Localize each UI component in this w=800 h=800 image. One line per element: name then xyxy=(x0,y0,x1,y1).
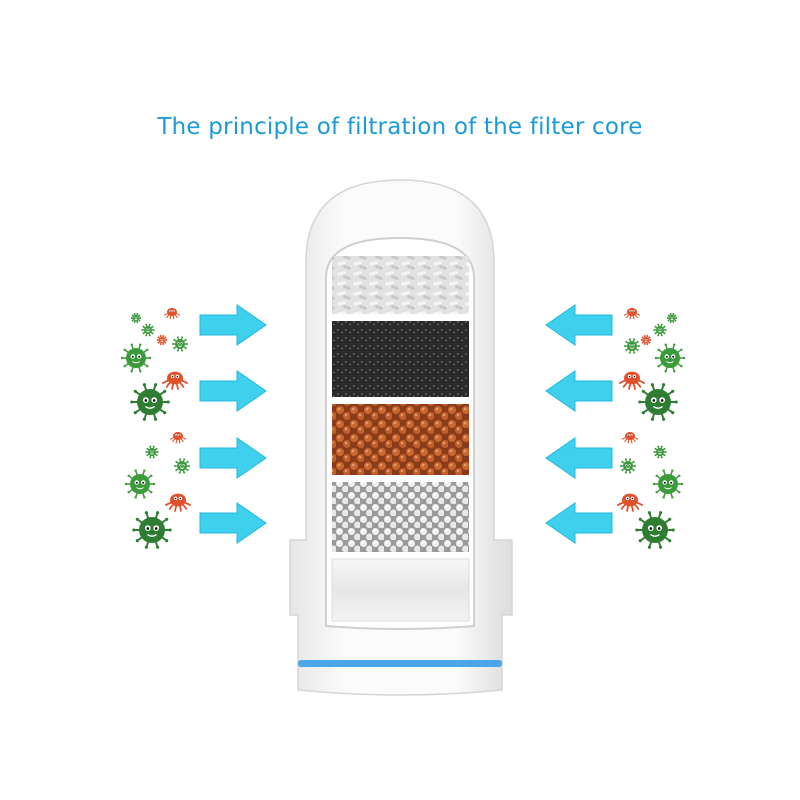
bacteria-icon xyxy=(653,323,667,337)
bacteria-icon xyxy=(132,511,172,549)
arrow-right-icon xyxy=(199,370,267,412)
bacteria-icon xyxy=(124,469,156,499)
arrow-left-icon xyxy=(545,370,613,412)
bacteria-icon xyxy=(654,343,686,373)
layer-mineral-beads xyxy=(332,482,469,552)
layer-activated-carbon xyxy=(332,321,469,397)
layer-pp-cotton xyxy=(332,256,469,314)
layer-fiber-membrane xyxy=(331,558,470,622)
bacteria-icon xyxy=(653,445,667,459)
bacteria-icon xyxy=(624,338,640,354)
arrow-left-icon xyxy=(545,437,613,479)
arrow-right-icon xyxy=(199,304,267,346)
arrows-left-group xyxy=(199,304,267,544)
bacteria-icon xyxy=(652,469,684,499)
bacteria-icon xyxy=(156,335,168,345)
bacteria-icon xyxy=(120,343,152,373)
arrow-right-icon xyxy=(199,502,267,544)
bacteria-icon xyxy=(172,336,188,352)
bacteria-icon xyxy=(141,323,155,337)
bacteria-group xyxy=(120,308,686,549)
bacteria-icon xyxy=(621,432,639,444)
filter-cartridge xyxy=(289,179,513,696)
bacteria-icon xyxy=(638,383,678,421)
bacteria-icon xyxy=(130,313,142,323)
bacteria-icon xyxy=(163,308,181,320)
bacteria-icon xyxy=(145,445,159,459)
bacteria-icon xyxy=(666,313,678,323)
arrow-left-icon xyxy=(545,304,613,346)
bacteria-icon xyxy=(162,371,188,390)
bacteria-icon xyxy=(617,493,643,512)
bacteria-icon xyxy=(130,383,170,421)
bacteria-icon xyxy=(635,511,675,549)
bacteria-icon xyxy=(619,371,645,390)
bacteria-icon xyxy=(165,493,191,512)
bacteria-icon xyxy=(640,335,652,345)
bacteria-icon xyxy=(623,308,641,320)
arrow-right-icon xyxy=(199,437,267,479)
blue-seal-band xyxy=(298,660,502,667)
bacteria-icon xyxy=(620,458,636,474)
layer-ceramic-balls xyxy=(332,404,469,475)
bacteria-icon xyxy=(174,458,190,474)
page-title: The principle of filtration of the filte… xyxy=(157,114,643,140)
arrow-left-icon xyxy=(545,502,613,544)
arrows-right-group xyxy=(545,304,613,544)
bacteria-icon xyxy=(169,432,187,444)
